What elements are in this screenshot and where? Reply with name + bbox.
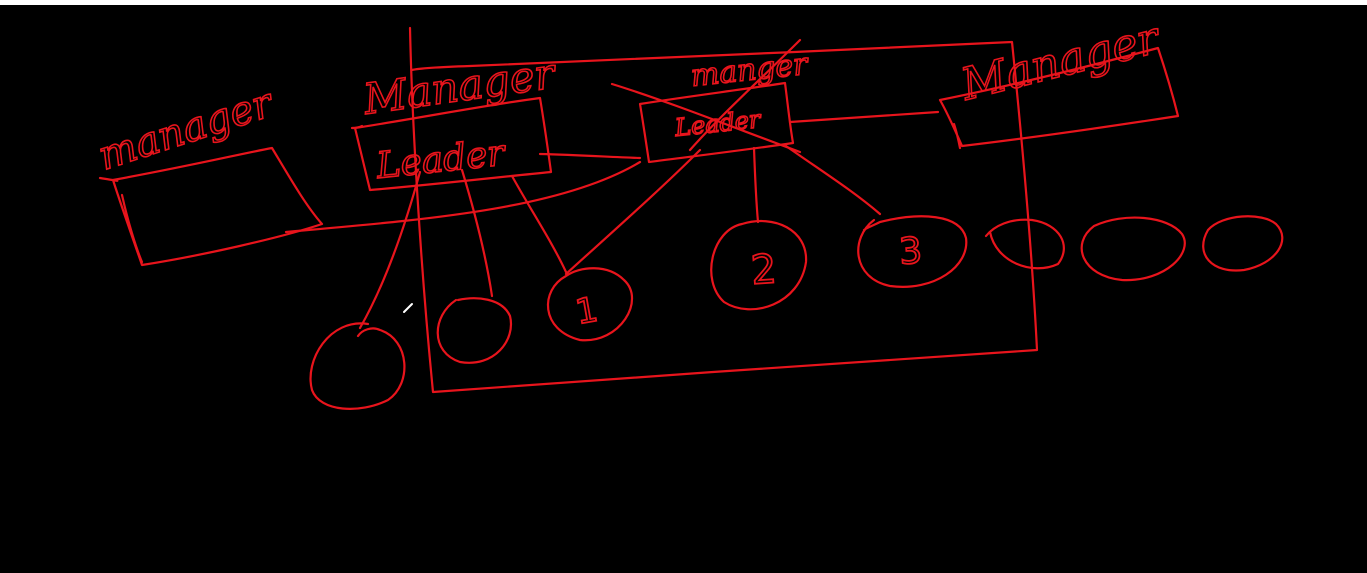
- edge-leader-to-node-a: [358, 170, 422, 330]
- manager-box-left: [98, 146, 324, 267]
- edge-leader-to-node-1: [510, 174, 568, 274]
- cross-out-stroke-b: [688, 38, 802, 152]
- node-circle-a: [309, 322, 406, 410]
- manager-box-center-left: [350, 96, 553, 192]
- node-circle-1: [546, 267, 634, 342]
- link-center-to-right: [788, 110, 940, 124]
- label-node-2: 2: [749, 246, 778, 294]
- node-circle-4: [984, 218, 1065, 270]
- pen-cursor-icon: [403, 303, 413, 313]
- edge-leader-to-node-b: [460, 168, 494, 298]
- node-circle-6: [1202, 215, 1284, 272]
- ink-layer: [98, 26, 1284, 410]
- canvas-top-border: [0, 0, 1367, 5]
- link-center-left-to-center: [538, 152, 642, 160]
- edge-leader-center-to-node-2: [752, 146, 760, 224]
- cross-out-stroke-a: [610, 82, 802, 154]
- node-circle-2: [710, 219, 808, 311]
- edge-center-to-node-1: [564, 148, 702, 276]
- node-circle-b: [436, 297, 513, 364]
- manager-box-right: [938, 46, 1180, 150]
- edge-leader-center-to-node-3: [784, 144, 882, 216]
- label-node-3: 3: [898, 230, 924, 272]
- manager-box-center: [638, 81, 795, 164]
- link-left-to-center-left: [284, 160, 642, 234]
- node-circle-5: [1080, 216, 1186, 282]
- node-circle-3: [857, 215, 968, 288]
- group-boundary-rect: [408, 26, 1039, 394]
